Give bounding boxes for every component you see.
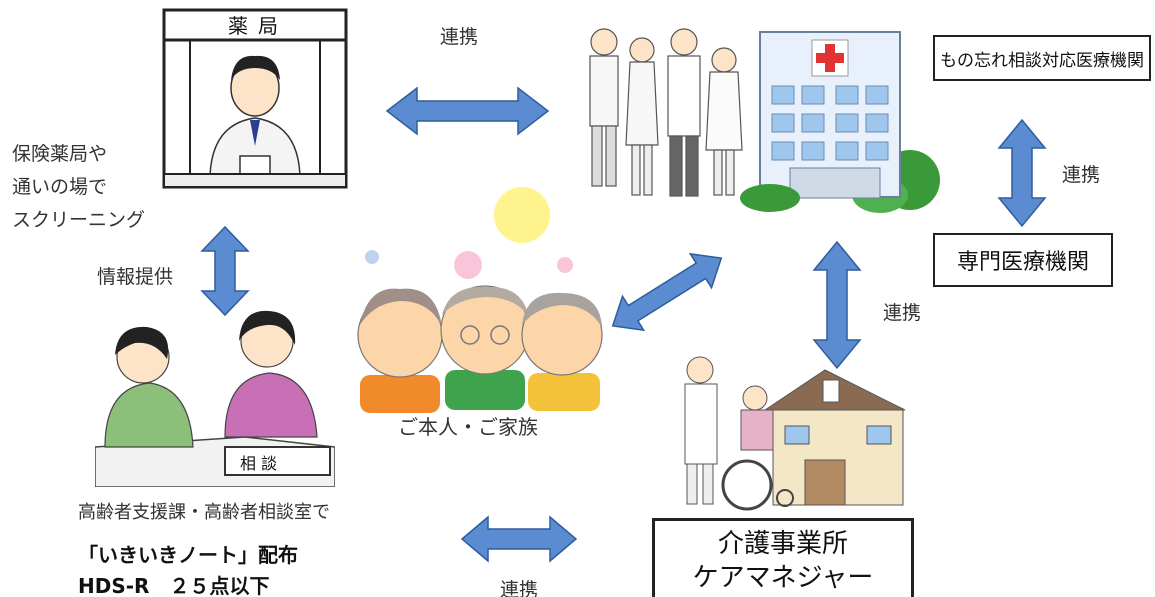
double-arrow-icon (997, 118, 1047, 228)
care-box-line1: 介護事業所 (717, 529, 848, 559)
double-arrow-icon (460, 515, 578, 563)
renkei-label-top: 連携 (440, 26, 479, 48)
hospital-box-label: もの忘れ相談対応医療機関 (940, 50, 1144, 71)
consult-desk-sign: 相 談 (240, 454, 278, 473)
forgetfulness-consult-hospital-box: もの忘れ相談対応医療機関 (933, 35, 1151, 81)
pharmacy-caption-line3: スクリーニング (12, 209, 146, 231)
consult-notebook-line: 「いきいきノート」配布 (78, 543, 298, 567)
pharmacy-caption-line2: 通いの場で (12, 176, 108, 198)
pharmacist-illustration (160, 6, 350, 191)
family-caption: ご本人・ご家族 (398, 415, 538, 439)
double-arrow-icon (385, 86, 550, 136)
consult-caption: 高齢者支援課・高齢者相談室で (78, 502, 330, 523)
pharmacy-caption-line1: 保険薬局や (12, 143, 108, 165)
consultation-illustration (95, 297, 335, 487)
specialist-box-label: 専門医療機関 (956, 250, 1089, 275)
joho-teikyo-label: 情報提供 (97, 266, 174, 288)
care-box-line2: ケアマネジャー (692, 563, 874, 593)
pharmacy-sign: 薬局 (228, 14, 288, 38)
care-facility-illustration (655, 350, 915, 515)
elderly-family-illustration (350, 185, 605, 415)
renkei-label-middle: 連携 (883, 302, 922, 324)
hospital-illustration (580, 20, 940, 215)
consult-hdsr-line: HDS-R ２５点以下 (78, 574, 270, 597)
care-office-box: 介護事業所 ケアマネジャー (652, 518, 914, 597)
double-arrow-icon (812, 240, 862, 370)
double-arrow-icon (611, 252, 723, 332)
renkei-label-bottom: 連携 (500, 579, 539, 597)
double-arrow-icon (200, 225, 250, 317)
specialist-medical-box: 専門医療機関 (933, 233, 1113, 287)
renkei-label-right: 連携 (1062, 164, 1101, 186)
